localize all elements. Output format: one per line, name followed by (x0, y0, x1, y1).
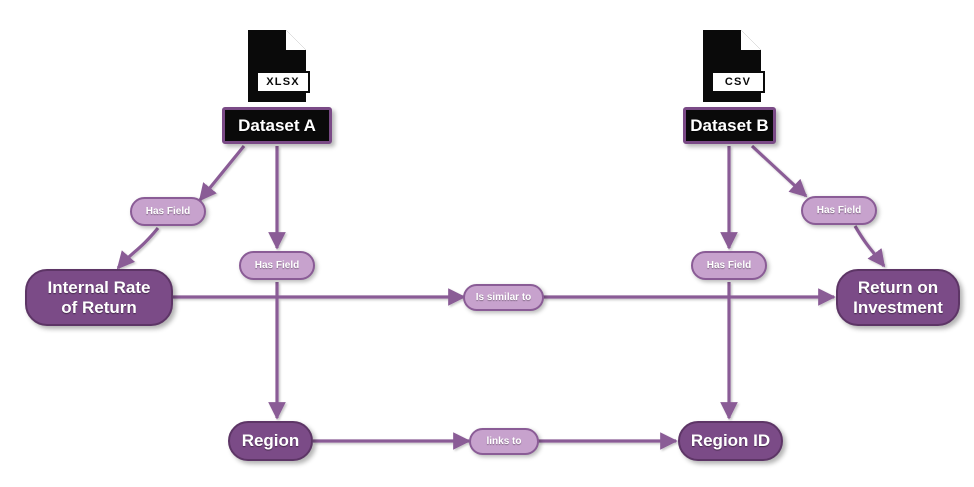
node-region-id-label: Region ID (690, 431, 771, 451)
edge-label-has-field-2[interactable]: Has Field (239, 251, 315, 280)
node-region-label: Region (241, 431, 300, 451)
edge-label-has-field-4[interactable]: Has Field (801, 196, 877, 225)
edge-label-links-to[interactable]: links to (469, 428, 539, 455)
xlsx-file-icon: XLSX (248, 30, 310, 102)
node-dataset-b-label: Dataset B (690, 115, 769, 135)
node-region-id[interactable]: Region ID (678, 421, 783, 461)
node-return-on-investment-line1: Return on (857, 277, 939, 297)
csv-file-icon: CSV (703, 30, 765, 102)
csv-format-label: CSV (711, 71, 765, 93)
xlsx-format-label: XLSX (256, 71, 310, 93)
edge-label-has-field-1-text: Has Field (145, 206, 191, 217)
edge-label-is-similar-to-text: Is similar to (475, 292, 532, 303)
edge-label-has-field-1[interactable]: Has Field (130, 197, 206, 226)
edge-has-field-1-to-internal-rate-return (116, 226, 160, 270)
node-return-on-investment-label: Return on Investment (843, 278, 953, 317)
edge-dataset-b-to-has-field-4 (750, 144, 808, 198)
node-return-on-investment[interactable]: Return on Investment (836, 269, 960, 326)
node-dataset-a[interactable]: Dataset A (222, 107, 332, 144)
edge-label-has-field-4-text: Has Field (816, 205, 862, 216)
node-dataset-a-label: Dataset A (238, 115, 316, 135)
node-internal-rate-of-return-label: Internal Rate of Return (38, 278, 161, 317)
edge-label-has-field-3-text: Has Field (706, 260, 752, 271)
node-dataset-b[interactable]: Dataset B (683, 107, 776, 144)
node-internal-rate-of-return-line1: Internal Rate (47, 277, 151, 297)
edge-label-has-field-3[interactable]: Has Field (691, 251, 767, 280)
node-internal-rate-of-return[interactable]: Internal Rate of Return (25, 269, 173, 326)
edge-dataset-a-to-has-field-1 (198, 144, 246, 202)
node-region[interactable]: Region (228, 421, 313, 461)
edge-label-is-similar-to[interactable]: Is similar to (463, 284, 544, 311)
edge-label-has-field-2-text: Has Field (254, 260, 300, 271)
node-return-on-investment-line2: Investment (853, 297, 943, 317)
node-internal-rate-of-return-line2: of Return (61, 297, 137, 317)
edge-has-field-4-to-return-on-investment (853, 225, 886, 268)
edge-label-links-to-text: links to (486, 436, 522, 447)
